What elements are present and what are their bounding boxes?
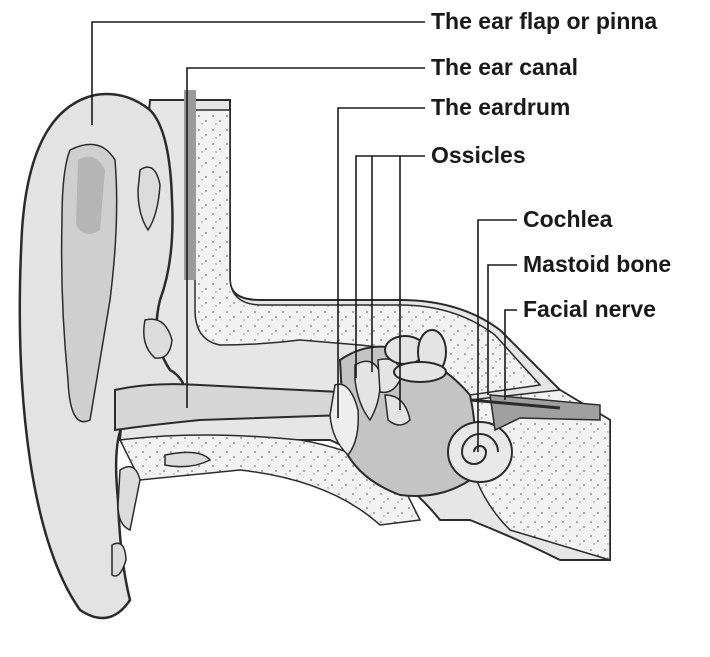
label-cochlea: Cochlea	[523, 208, 612, 231]
label-eardrum: The eardrum	[431, 96, 570, 119]
label-pinna: The ear flap or pinna	[431, 10, 657, 33]
semicircular-canals	[385, 330, 446, 382]
label-ear-canal: The ear canal	[431, 56, 578, 79]
label-mastoid-bone: Mastoid bone	[523, 253, 671, 276]
canal-shadow-strip	[184, 90, 196, 280]
label-facial-nerve: Facial nerve	[523, 298, 656, 321]
label-ossicles: Ossicles	[431, 144, 526, 167]
cochlea-shape	[448, 422, 512, 482]
cartilage-3	[118, 467, 140, 530]
